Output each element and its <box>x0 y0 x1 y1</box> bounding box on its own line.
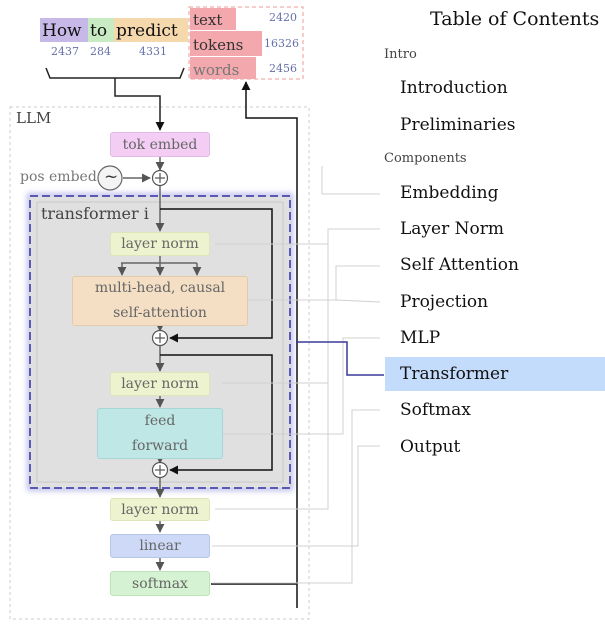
token-0: How <box>40 18 88 42</box>
table-of-contents: Table of Contents Intro Introduction Pre… <box>384 0 605 624</box>
toc-item-embedding[interactable]: Embedding <box>400 183 499 203</box>
toc-item-output[interactable]: Output <box>400 437 461 457</box>
ffn-label-2: forward <box>131 437 189 454</box>
transformer-label: transformer i <box>41 204 149 223</box>
pos-embed-circle <box>97 165 123 191</box>
toc-item-layer-norm[interactable]: Layer Norm <box>400 219 504 239</box>
token-id-0: 2437 <box>51 45 79 58</box>
residual-add-3 <box>151 461 169 479</box>
toc-item-mlp[interactable]: MLP <box>400 328 441 348</box>
vocab-highlight <box>190 31 262 56</box>
vocab-id-1: 16326 <box>264 37 299 50</box>
toc-section-components: Components <box>384 151 467 166</box>
vocab-word-2: words <box>193 61 240 79</box>
layer-norm-2-block: layer norm <box>110 372 210 396</box>
final-layer-norm-block: layer norm <box>110 498 210 521</box>
token-1: to <box>88 18 114 42</box>
toc-item-introduction[interactable]: Introduction <box>400 78 508 98</box>
attention-label-1: multi-head, causal <box>94 280 226 296</box>
toc-item-softmax[interactable]: Softmax <box>400 400 471 420</box>
token-id-2: 4331 <box>139 45 167 58</box>
toc-item-self-attention[interactable]: Self Attention <box>400 255 519 275</box>
toc-title: Table of Contents <box>430 8 600 30</box>
layer-norm-1-block: layer norm <box>110 232 210 256</box>
linear-block: linear <box>110 534 210 558</box>
ffn-block: feed forward <box>97 408 223 459</box>
vocab-highlight <box>190 8 236 30</box>
tok-embed-block: tok embed <box>110 132 210 157</box>
vocab-frame <box>188 6 304 80</box>
ffn-label-1: feed <box>144 412 176 429</box>
vocab-word-1: tokens <box>193 36 244 54</box>
vocab-word-0: text <box>193 11 223 29</box>
vocab-highlight <box>190 57 256 79</box>
residual-add-2 <box>151 329 169 347</box>
toc-connectors <box>212 166 381 584</box>
token-id-1: 284 <box>90 45 111 58</box>
active-connector <box>296 341 384 376</box>
pos-embed-label: pos embed <box>20 169 97 185</box>
toc-item-projection[interactable]: Projection <box>400 292 489 312</box>
llm-label: LLM <box>16 109 52 127</box>
token-brace <box>45 67 185 79</box>
attention-label-2: self-attention <box>113 305 207 321</box>
vocab-id-2: 2456 <box>269 62 297 75</box>
llm-frame <box>9 106 310 620</box>
toc-section-intro: Intro <box>384 47 417 62</box>
attention-block: multi-head, causal self-attention <box>72 276 248 326</box>
toc-item-preliminaries[interactable]: Preliminaries <box>400 115 516 135</box>
token-2: predict <box>114 18 188 42</box>
softmax-block: softmax <box>110 571 210 596</box>
pos-embed-symbol: ~ <box>104 167 119 187</box>
residual-add-1 <box>151 169 169 187</box>
toc-item-transformer[interactable]: Transformer <box>385 357 605 391</box>
vocab-id-0: 2420 <box>269 11 297 24</box>
